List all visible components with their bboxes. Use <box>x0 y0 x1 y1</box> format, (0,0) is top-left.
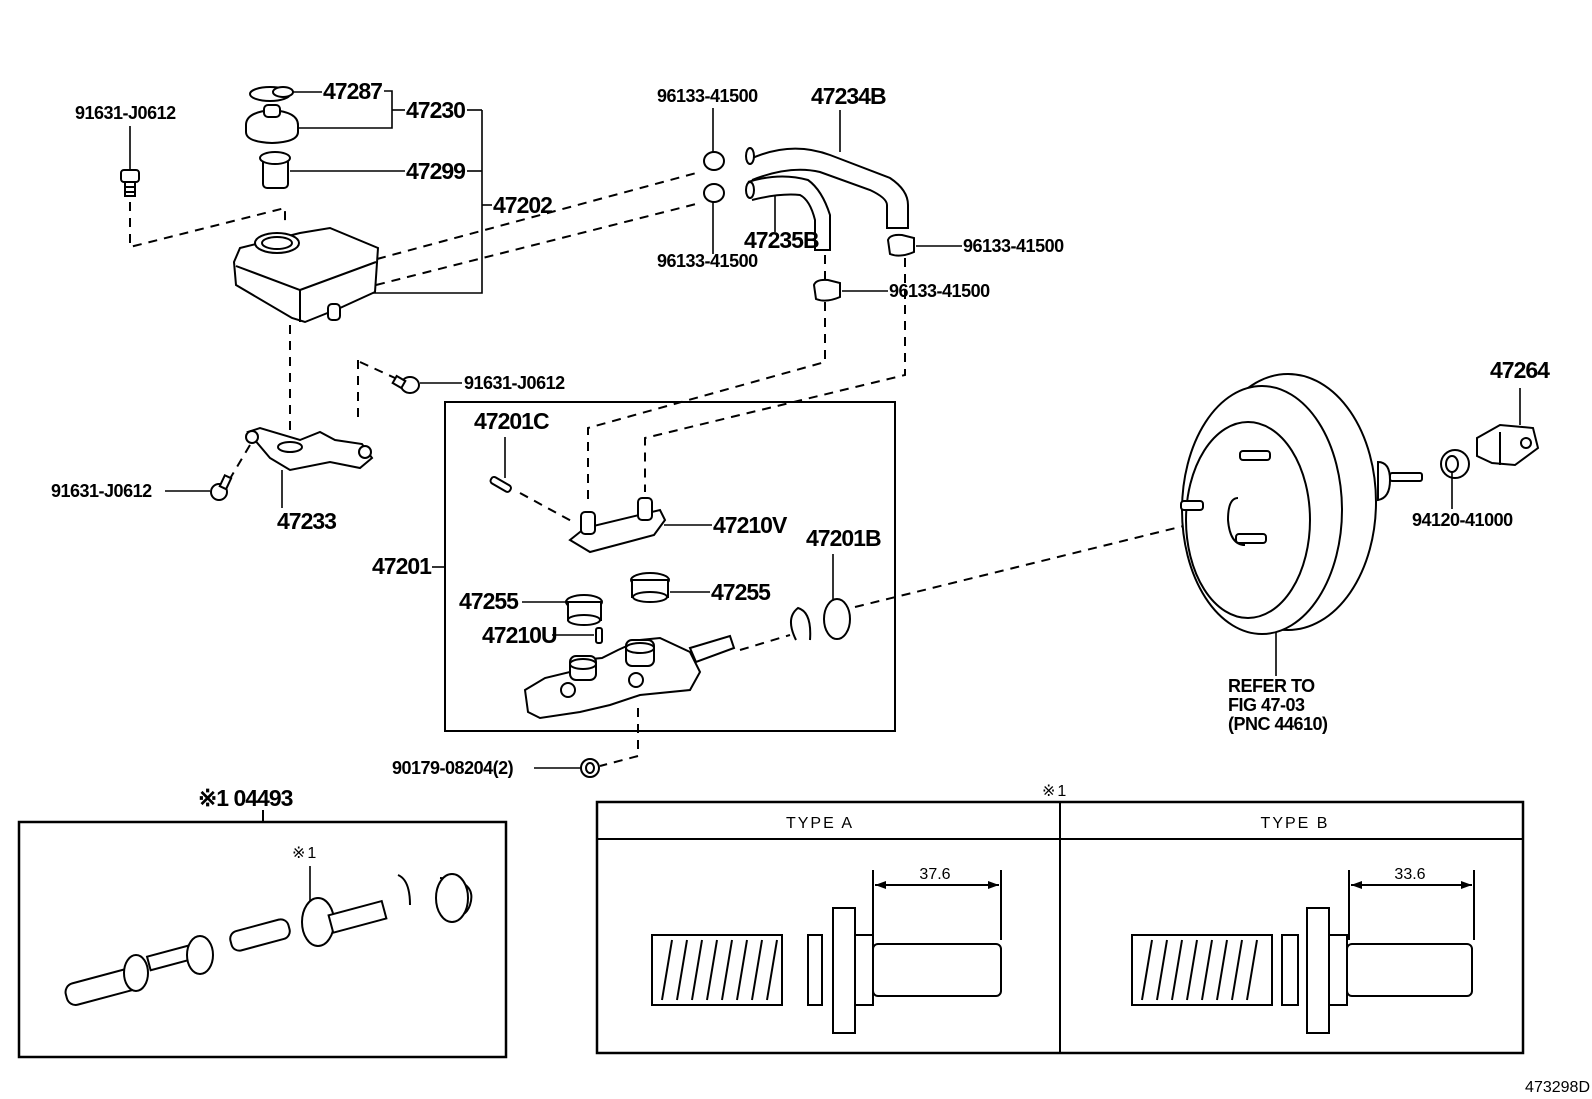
strainer-icon[interactable] <box>259 151 291 189</box>
label-booster-ref-2[interactable]: FIG 47-03 <box>1228 695 1306 715</box>
piston-type-a-icon[interactable] <box>651 907 1002 1034</box>
bolt-icon[interactable] <box>210 473 233 501</box>
master-cylinder-body-icon[interactable] <box>523 634 736 720</box>
label-47202[interactable]: 47202 <box>493 192 553 218</box>
label-47234b[interactable]: 47234B <box>811 83 887 109</box>
label-grommet-left[interactable]: 47255 <box>459 588 520 614</box>
label-47264[interactable]: 47264 <box>1490 357 1551 383</box>
dimension-type-b: 33.6 <box>1394 866 1425 883</box>
hoses-group: 96133-41500 96133-41500 47234B 47235B 96… <box>587 83 1065 505</box>
secondary-piston-icon[interactable] <box>64 935 214 1007</box>
label-bolt-top[interactable]: 91631-J0612 <box>75 103 177 123</box>
piston-type-b-icon[interactable] <box>1131 907 1473 1034</box>
types-table: ※1 TYPE A TYPE B 37.6 <box>595 783 1525 1055</box>
clevis-icon[interactable] <box>1476 423 1540 467</box>
label-47210u[interactable]: 47210U <box>482 622 558 648</box>
master-cylinder-group: 47201 47201C 47210V 47201B 47255 <box>372 401 1201 778</box>
label-47235b[interactable]: 47235B <box>744 227 820 253</box>
label-clamp-mid[interactable]: 96133-41500 <box>889 281 991 301</box>
hose-47234b-icon[interactable] <box>747 147 909 229</box>
figure-code: 473298D <box>1525 1079 1590 1096</box>
hose-clamp-icon[interactable] <box>703 151 725 203</box>
label-clamp-right[interactable]: 96133-41500 <box>963 236 1065 256</box>
nut-icon[interactable] <box>580 758 600 778</box>
label-clamp-top-a[interactable]: 96133-41500 <box>657 86 759 106</box>
label-47287[interactable]: 47287 <box>323 78 383 104</box>
label-grommet-right[interactable]: 47255 <box>711 579 772 605</box>
header-type-a: TYPE A <box>786 815 854 832</box>
header-type-b: TYPE B <box>1261 815 1330 832</box>
o-ring-icon[interactable] <box>823 598 851 640</box>
repair-kit-group: ※1 04493 ※1 <box>17 785 508 1059</box>
label-47230[interactable]: 47230 <box>406 97 466 123</box>
label-kit[interactable]: ※1 04493 <box>198 785 294 811</box>
brake-booster-group: REFER TO FIG 47-03 (PNC 44610) 94120-410… <box>1180 357 1551 734</box>
label-types-note: ※1 <box>1042 783 1068 800</box>
primary-piston-icon[interactable] <box>228 897 388 952</box>
reservoir-union-icon[interactable] <box>568 497 667 554</box>
hose-clamp-icon[interactable] <box>886 233 915 257</box>
label-47233[interactable]: 47233 <box>277 508 337 534</box>
label-kit-note: ※1 <box>292 845 318 862</box>
label-47201c[interactable]: 47201C <box>474 408 550 434</box>
hose-clamp-icon[interactable] <box>812 278 841 302</box>
label-booster-ref-1[interactable]: REFER TO <box>1228 676 1316 696</box>
label-nut-booster[interactable]: 94120-41000 <box>1412 510 1514 530</box>
label-nut-mc[interactable]: 90179-08204(2) <box>392 758 514 778</box>
label-47201b[interactable]: 47201B <box>806 525 882 551</box>
reservoir-tank-icon[interactable] <box>232 226 380 324</box>
reservoir-group: 91631-J0612 47287 47230 4 <box>75 78 701 430</box>
bracket-group: 91631-J0612 47233 91631-J0612 <box>51 360 566 534</box>
snap-ring-icon[interactable] <box>790 606 812 641</box>
nut-icon[interactable] <box>1440 449 1470 479</box>
pin-icon[interactable] <box>489 475 512 493</box>
label-booster-ref-3[interactable]: (PNC 44610) <box>1228 714 1329 734</box>
grommet-icon[interactable] <box>630 572 670 603</box>
label-47210v[interactable]: 47210V <box>713 512 789 538</box>
dimension-type-a: 37.6 <box>919 866 950 883</box>
label-bolt-bracket-right[interactable]: 91631-J0612 <box>464 373 566 393</box>
gasket-icon[interactable] <box>249 86 294 102</box>
bolt-icon[interactable] <box>391 374 420 394</box>
label-clamp-top-b[interactable]: 96133-41500 <box>657 251 759 271</box>
label-bolt-bracket-left[interactable]: 91631-J0612 <box>51 481 153 501</box>
grommet-icon[interactable] <box>565 594 603 626</box>
bracket-47233-icon[interactable] <box>245 426 374 472</box>
hose-47235b-icon[interactable] <box>747 175 831 251</box>
label-47299[interactable]: 47299 <box>406 158 466 184</box>
kit-frame <box>17 820 508 1059</box>
o-ring-icon[interactable] <box>435 873 469 923</box>
bolt-icon[interactable] <box>120 169 140 197</box>
pin-icon[interactable] <box>595 627 603 644</box>
brake-booster-icon[interactable] <box>1180 373 1423 635</box>
reservoir-cap-icon[interactable] <box>245 104 299 145</box>
label-47201[interactable]: 47201 <box>372 553 433 579</box>
